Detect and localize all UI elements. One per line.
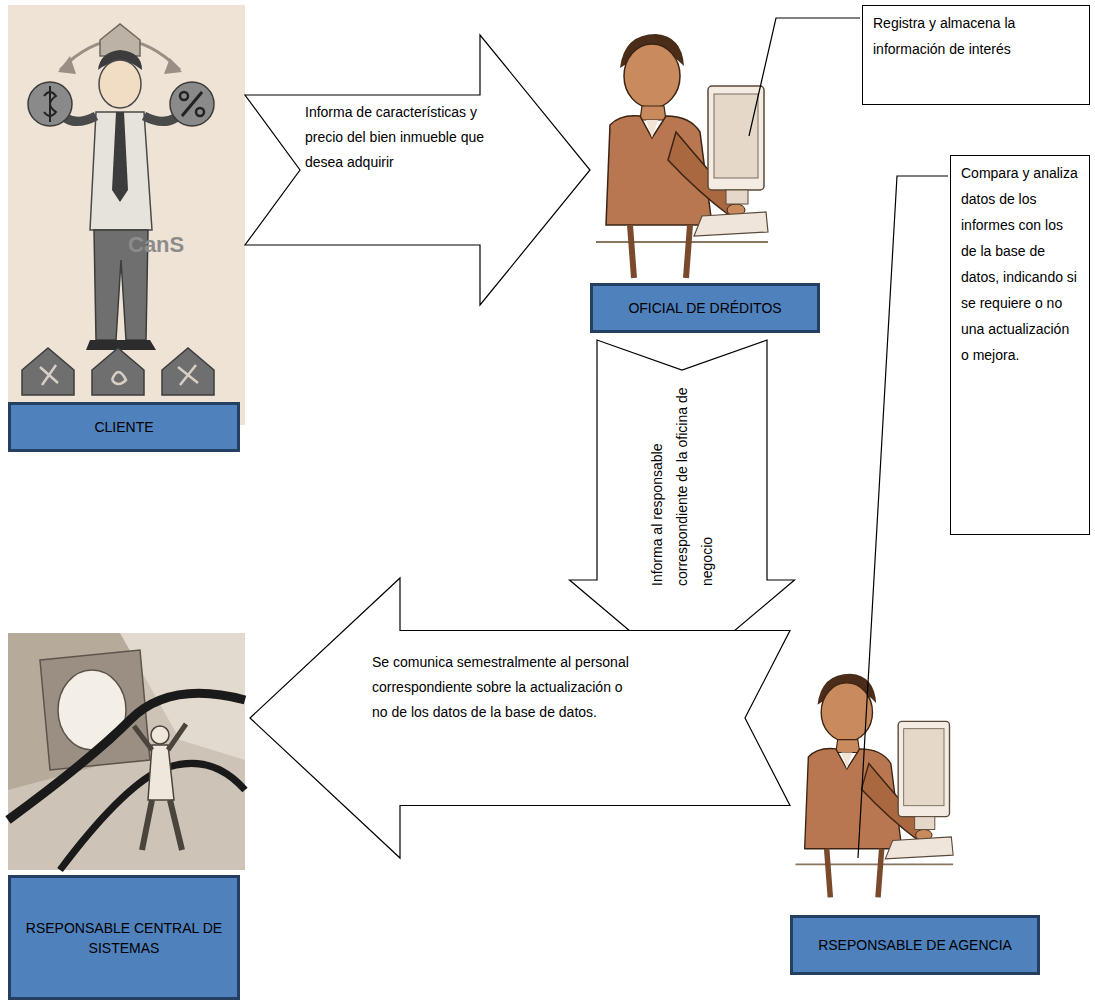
actor-name: RSEPONSABLE DE AGENCIA [818,935,1012,955]
callout-box: Registra y almacena la información de in… [862,5,1090,105]
officer-illustration [596,34,768,278]
leader-line [858,176,948,858]
client-illustration [8,5,245,425]
systems-illustration [8,633,245,870]
actor-box: OFICIAL DE DRÉDITOS [590,283,820,333]
agency-illustration [796,674,954,898]
block-arrow [250,578,790,858]
arrow-label: Se comunica semestralmente al personal c… [372,650,637,725]
actor-name: RSEPONSABLE CENTRAL DE SISTEMAS [23,918,225,958]
callout-text: Compara y analiza datos de los informes … [961,160,1079,368]
node-text-group: OFICIAL DE DRÉDITOS [628,298,781,318]
callout-text: Registra y almacena la información de in… [873,10,1079,62]
actor-box: CLIENTE [8,402,240,452]
callout-box: Compara y analiza datos de los informes … [950,155,1090,535]
node-text-group: CLIENTE [94,417,153,437]
actor-box: RSEPONSABLE CENTRAL DE SISTEMAS [8,875,240,1000]
block-arrow [570,340,795,675]
node-text-group: RSEPONSABLE CENTRAL DE SISTEMAS [23,918,225,958]
leader-line [749,18,860,136]
block-arrow [245,35,590,305]
node-text-group: Registra y almacena la información de in… [873,10,1079,62]
arrow-label: Informa al responsable correspondiente d… [645,371,720,586]
node-text-group: Compara y analiza datos de los informes … [961,160,1079,368]
arrow-label: Informa de características y precio del … [305,100,505,175]
node-text-group: RSEPONSABLE DE AGENCIA [818,935,1012,955]
actor-name: CLIENTE [94,417,153,437]
actor-box: RSEPONSABLE DE AGENCIA [790,915,1040,975]
actor-name: OFICIAL DE DRÉDITOS [628,298,781,318]
watermark: CanS [128,232,184,258]
